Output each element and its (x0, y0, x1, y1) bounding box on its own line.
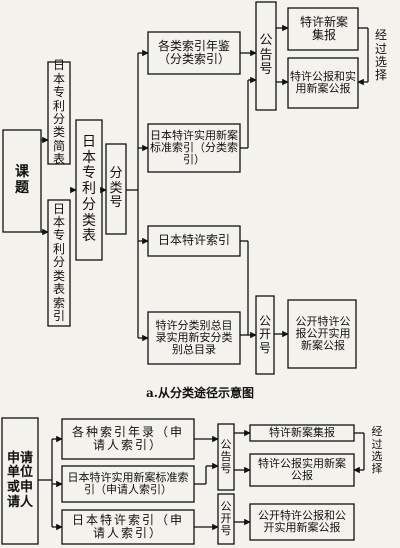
annual-index-label: 各类索引年鉴（分类索引） (157, 38, 230, 66)
patent-new-bulletin-a-label: 特许新案集报 (299, 14, 348, 42)
applicant-label: 申请单位或申请人 (6, 450, 33, 510)
via-selection-a-label: 经过选择 (374, 28, 387, 83)
box-classification-index (47, 199, 71, 327)
classification-brief-label: 日本专利分类简表 (52, 58, 65, 167)
utility-model-index-label: 日本特许实用新案标准索引（分类索引） (150, 128, 238, 167)
box-topic (2, 129, 42, 233)
topic-label: 课 题 (15, 164, 57, 196)
utility-model-index-b-label: 日本特许实用新案标准索引（申请人索引） (67, 470, 189, 496)
class-gazette-index-label: 特许分类别总目录实用新安分类别总目录 (155, 318, 233, 357)
class-number-label: 分类号 (109, 166, 123, 211)
publication-number-b-label: 公开号 (220, 499, 232, 538)
patent-utility-gazette-b-label: 特许公报实用新案公报 (258, 456, 346, 482)
gazette-number-a-label: 公告号 (259, 33, 273, 78)
patent-new-bulletin-b-label: 特许新案集报 (269, 425, 335, 439)
gazette-number-b-label: 公告号 (220, 437, 232, 476)
annual-index-b-label: 各种索引年录（申请人索引） (71, 424, 184, 452)
classification-table-label: 日本专利分类表 (82, 134, 96, 245)
patent-utility-gazette-a-label: 特许公报和实用新案公报 (290, 69, 356, 95)
publication-number-a-label: 公开号 (258, 313, 271, 355)
via-selection-b-label: 经过选择 (371, 425, 383, 476)
classification-index-label: 日本专利分类表索引 (52, 201, 65, 324)
box-applicant (1, 417, 39, 545)
box-publication-number-b (217, 493, 235, 545)
box-gazette-number-b (217, 423, 235, 491)
diagram-caption: a.从分类途径示意图 (146, 386, 254, 401)
patent-index-label: 日本特许索引 (157, 233, 230, 248)
published-gazette-a-label: 公开特许公报公开实用新案公报 (295, 314, 351, 353)
published-gazette-b-label: 公开特许公报和公开实用新案公报 (258, 508, 346, 534)
box-classification-brief (47, 61, 71, 165)
patent-index-b-label: 日本特许索引（申请人索引） (71, 512, 184, 540)
